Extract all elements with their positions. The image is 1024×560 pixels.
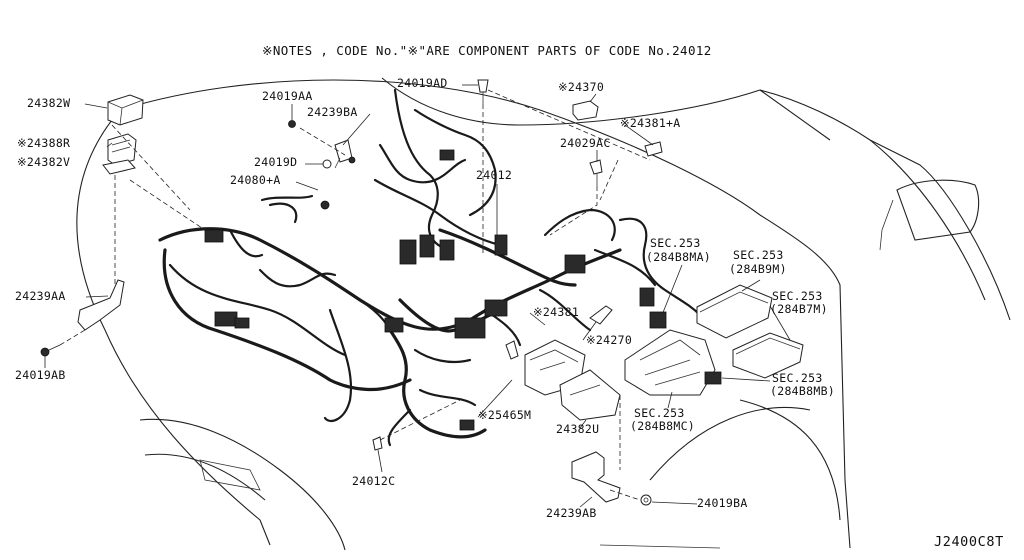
bolt-24019AD <box>477 79 489 104</box>
main-harness <box>158 88 702 447</box>
note-text: ※NOTES , CODE No."※"ARE COMPONENT PARTS … <box>262 43 712 58</box>
label-24239AB: 24239AB <box>546 506 597 520</box>
label-sec253-284B7M: SEC.253 <box>772 289 823 303</box>
relay-cover-24382U <box>559 369 621 421</box>
label-sec253-284B8MC: SEC.253 <box>634 406 685 420</box>
label-24029AC: 24029AC <box>560 136 611 150</box>
bracket-24270 <box>589 305 613 325</box>
nut-24019BA <box>640 494 652 506</box>
bracket-24382V <box>102 159 136 175</box>
connector-284B8MB <box>704 371 722 385</box>
clip-25465M <box>505 340 519 360</box>
label-25465M: ※25465M <box>478 408 532 422</box>
label-24019D: 24019D <box>254 155 298 169</box>
cover-24382W <box>107 94 144 126</box>
ipdm-box-right <box>624 329 716 396</box>
leader-lines <box>44 84 791 508</box>
harness-connectors <box>204 149 667 431</box>
bracket-24239AA <box>77 279 125 331</box>
label-24019BA: 24019BA <box>697 496 748 510</box>
bolt-24019AA <box>288 120 296 128</box>
label-24388R: ※24388R <box>17 136 71 150</box>
car-body-outline <box>76 77 1011 551</box>
label-sec253-284B8MC-code: (284B8MC) <box>630 419 696 433</box>
label-24382W: 24382W <box>27 96 71 110</box>
label-24019AD: 24019AD <box>397 76 448 90</box>
label-24382V: ※24382V <box>17 155 71 169</box>
label-24012: 24012 <box>476 168 513 182</box>
module-284B7M <box>732 332 804 379</box>
label-24270: ※24270 <box>586 333 633 347</box>
label-24080A: 24080+A <box>230 173 281 187</box>
label-sec253-284B8MB: SEC.253 <box>772 371 823 385</box>
label-24239BA: 24239BA <box>307 105 358 119</box>
label-24370: ※24370 <box>558 80 605 94</box>
connector-24388R <box>107 133 137 166</box>
label-24239AA: 24239AA <box>15 289 66 303</box>
label-24019AB: 24019AB <box>15 368 66 382</box>
label-sec253-284B9M: SEC.253 <box>733 248 784 262</box>
bolt-24012C <box>372 436 383 451</box>
module-284B9M <box>696 284 773 339</box>
label-24019AA: 24019AA <box>262 89 313 103</box>
label-sec253-284B8MA-code: (284B8MA) <box>646 250 712 264</box>
clip-24029AC <box>589 159 603 186</box>
label-sec253-284B7M-code: (284B7M) <box>770 302 828 316</box>
bolt-24019AB <box>40 344 61 357</box>
bracket-24239AB <box>571 451 621 503</box>
label-sec253-284B8MB-code: (284B8MB) <box>770 384 836 398</box>
label-24012C: 24012C <box>352 474 396 488</box>
label-sec253-284B9M-code: (284B9M) <box>729 262 787 276</box>
label-24382U: 24382U <box>556 422 600 436</box>
label-24381: ※24381 <box>533 305 580 319</box>
relay-24370 <box>572 100 599 121</box>
label-sec253-284B8MA: SEC.253 <box>650 236 701 250</box>
connector-24381A <box>644 141 663 157</box>
label-24381A: ※24381+A <box>620 116 681 130</box>
diagram-code: J2400C8T <box>934 534 1004 550</box>
grommet-24080A <box>260 194 330 210</box>
installation-lines <box>59 89 651 501</box>
